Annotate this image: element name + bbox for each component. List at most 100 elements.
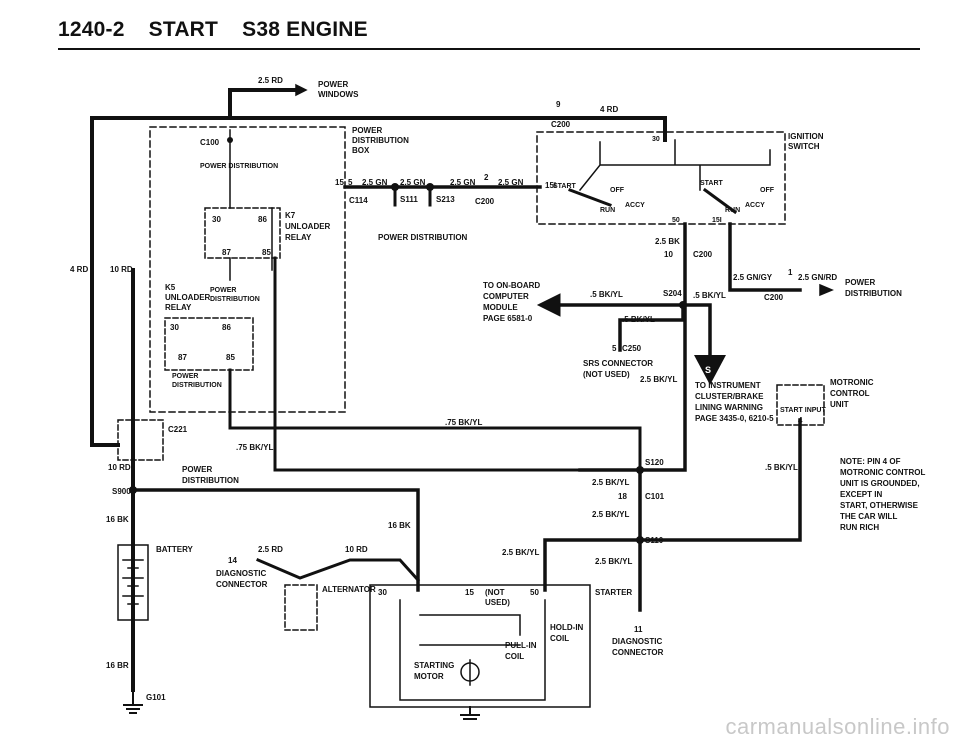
ground-symbol <box>123 689 143 714</box>
note-5: START, OTHERWISE <box>840 501 919 510</box>
label-w8: 16 BR <box>106 661 129 670</box>
label-w16: 2 <box>484 173 489 182</box>
label-run2: RUN <box>725 207 740 214</box>
label-g101: G101 <box>146 693 166 702</box>
holdin-2: COIL <box>550 634 569 643</box>
label-w20: .5 BK/YL <box>765 463 798 472</box>
splice-s120 <box>636 466 644 474</box>
starting-motor-symbol <box>460 662 480 682</box>
wire-k7-bkyl <box>273 256 582 472</box>
note-4: EXCEPT IN <box>840 490 882 499</box>
pd-right-2: DISTRIBUTION <box>845 289 902 298</box>
inst-1: TO INSTRUMENT <box>695 381 761 390</box>
label-w5: 10 RD <box>110 265 133 274</box>
label-w17: 2.5 BK <box>655 237 680 246</box>
label-w34: 5 <box>348 178 353 187</box>
c221-connector-outline <box>117 419 164 461</box>
splice-s110 <box>636 536 644 544</box>
motor-2: MOTOR <box>414 672 444 681</box>
label-c250: C250 <box>622 344 642 353</box>
label-w15: 2.5 GN <box>498 178 524 187</box>
starter-label: STARTER <box>595 588 632 597</box>
wire-green-gy-arrow <box>819 283 834 297</box>
page-header: 1240-2 START S38 ENGINE <box>58 18 386 42</box>
label-s120: S120 <box>645 458 664 467</box>
label-s213: S213 <box>436 195 455 204</box>
label-w29: 1 <box>788 268 793 277</box>
section-title: START <box>148 18 219 41</box>
label-run: RUN <box>600 207 615 214</box>
splice-c100 <box>227 137 233 143</box>
label-w18: .5 BK/YL <box>590 290 623 299</box>
label-c114: C114 <box>349 196 368 205</box>
s-badge: S <box>705 365 711 375</box>
mc-input: START INPUT <box>780 407 826 414</box>
label-w31: .5 BK/YL <box>693 291 726 300</box>
pd-right-1: POWER <box>845 278 875 287</box>
splice-s111 <box>391 183 399 191</box>
label-s110: S110 <box>645 536 664 545</box>
note-6: THE CAR WILL <box>840 512 897 521</box>
label-w38: 10 <box>664 250 673 259</box>
label-w44: 15 <box>335 178 344 187</box>
ignition-switch-outline <box>536 131 786 225</box>
inst-2: CLUSTER/BRAKE <box>695 392 764 401</box>
inst-3: LINING WARNING <box>695 403 763 412</box>
k5-1: K5 <box>165 283 176 292</box>
label-power-windows-1: POWER <box>318 80 348 89</box>
label-w25: 2.5 BK/YL <box>592 510 629 519</box>
notused-1: (NOT <box>485 588 505 597</box>
label-w26: 2.5 BK/YL <box>502 548 539 557</box>
label-accy2: ACCY <box>745 202 765 209</box>
starter-15: 15 <box>465 588 474 597</box>
label-w32: 14 <box>228 556 237 565</box>
k7-relay-box <box>204 207 281 259</box>
wire-bkyl-inst <box>681 303 712 357</box>
wire-bkyl-computer <box>558 303 685 352</box>
wire-computer-arrow <box>536 293 561 317</box>
pdbox-3: BOX <box>352 146 370 155</box>
wire-alt-feed <box>131 488 420 592</box>
starter-box <box>369 584 591 708</box>
label-w10: 10 RD <box>345 545 368 554</box>
pd-low-2: DISTRIBUTION <box>172 382 222 389</box>
pd-low-1: POWER <box>172 373 198 380</box>
label-power-distribution-2: POWER DISTRIBUTION <box>378 233 468 242</box>
label-start2: START <box>700 180 724 187</box>
wire-15i <box>728 222 802 292</box>
relay-87: 87 <box>222 248 231 257</box>
obc-4: PAGE 6581-0 <box>483 314 533 323</box>
relay-86: 86 <box>258 215 267 224</box>
label-w9: 2.5 RD <box>258 545 283 554</box>
label-w37b: 15I <box>712 217 722 224</box>
label-w12: 2.5 GN <box>362 178 388 187</box>
label-s111: S111 <box>400 195 418 204</box>
label-c200c: C200 <box>693 250 713 259</box>
note-3: UNIT IS GROUNDED, <box>840 479 920 488</box>
motor-1: STARTING <box>414 661 454 670</box>
diag-1: DIAGNOSTIC <box>216 569 266 578</box>
label-c200d: C200 <box>764 293 784 302</box>
label-c200b: C200 <box>475 197 495 206</box>
label-c101: C101 <box>645 492 665 501</box>
label-w39: 5 <box>612 344 617 353</box>
inst-4: PAGE 3435-0, 6210-5 <box>695 414 774 423</box>
relay2-86: 86 <box>222 323 231 332</box>
wire-diag-feed <box>256 558 421 583</box>
label-s900: S900 <box>112 487 131 496</box>
starter-ground <box>460 706 480 720</box>
battery-symbol <box>117 544 149 621</box>
label-w24: 2.5 BK/YL <box>592 478 629 487</box>
k5-3: RELAY <box>165 303 192 312</box>
diag2-2: CONNECTOR <box>612 648 664 657</box>
label-w19: .5 BK/YL <box>622 315 655 324</box>
label-w41: 11 <box>634 625 643 634</box>
note-2: MOTRONIC CONTROL <box>840 468 925 477</box>
label-w1: 2.5 RD <box>258 76 283 85</box>
k7-2: UNLOADER <box>285 222 331 231</box>
label-w43: 30 <box>652 136 660 143</box>
relay2-30: 30 <box>170 323 179 332</box>
pd-k5-1: POWER <box>210 287 236 294</box>
pullin-2: COIL <box>505 652 524 661</box>
